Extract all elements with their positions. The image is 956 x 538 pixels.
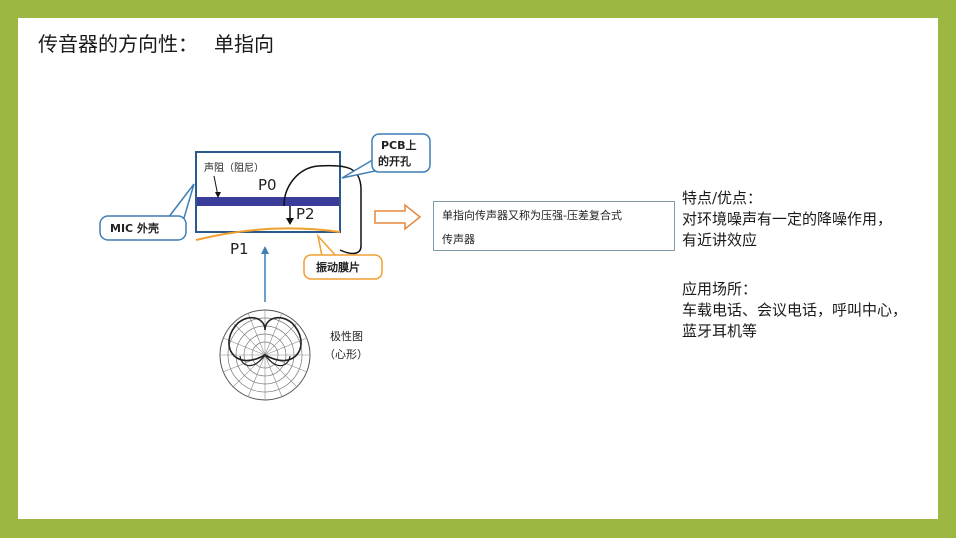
mic-housing [195, 151, 341, 233]
p0-label: P0 [258, 176, 277, 194]
slide: 传音器的方向性： 单指向 声阻（阻尼） P0 P2 P1 MIC 外壳 PCB上 … [18, 18, 938, 519]
features-heading: 特点/优点： [682, 189, 763, 207]
note-line1: 单指向传声器又称为压强-压差复合式 [442, 209, 622, 222]
applications-line2: 蓝牙耳机等 [682, 322, 758, 340]
mic-shell-callout-tail [166, 183, 195, 219]
damping-pointer-head [215, 192, 221, 198]
pcb-label-line1: PCB上 [381, 138, 417, 152]
microphone-diagram: 声阻（阻尼） P0 P2 P1 MIC 外壳 PCB上 的开孔 振动膜片 [99, 133, 431, 401]
page-title: 传音器的方向性： 单指向 [38, 28, 274, 57]
damping-bar [197, 197, 339, 206]
title-main: 传音器的方向性： [38, 32, 198, 56]
p2-arrowhead [286, 218, 294, 225]
features-line2: 有近讲效应 [682, 231, 758, 249]
pcb-label-line2: 的开孔 [378, 154, 411, 168]
applications-line1: 车载电话、会议电话，呼叫中心， [682, 301, 908, 319]
note-box: 单指向传声器又称为压强-压差复合式 传声器 [433, 201, 675, 251]
diaphragm-callout [303, 254, 383, 280]
diaphragm-callout-tail [316, 233, 338, 257]
note-line2: 传声器 [442, 233, 475, 246]
p1-arrowhead [261, 246, 269, 254]
diaphragm-label: 振动膜片 [316, 260, 360, 274]
damping-label: 声阻（阻尼） [204, 161, 264, 174]
polar-label-line1: 极性图 [330, 329, 363, 343]
mic-shell-callout [99, 215, 187, 241]
applications-heading: 应用场所： [682, 280, 758, 298]
sound-path-line [283, 164, 362, 255]
hollow-arrow-icon [374, 203, 422, 231]
p2-label: P2 [296, 205, 315, 223]
diaphragm-curve [195, 227, 341, 241]
mic-shell-label: MIC 外壳 [110, 221, 159, 235]
features-line1: 对环境噪声有一定的降噪作用， [682, 210, 893, 228]
p1-label: P1 [230, 240, 249, 258]
polar-label-line2: （心形） [324, 348, 368, 361]
features-section: 特点/优点： 对环境噪声有一定的降噪作用， 有近讲效应 [682, 188, 892, 251]
pcb-callout [371, 133, 431, 173]
title-sub: 单指向 [214, 32, 274, 56]
polar-pattern [219, 309, 311, 401]
applications-section: 应用场所： 车载电话、会议电话，呼叫中心， 蓝牙耳机等 [682, 279, 907, 342]
